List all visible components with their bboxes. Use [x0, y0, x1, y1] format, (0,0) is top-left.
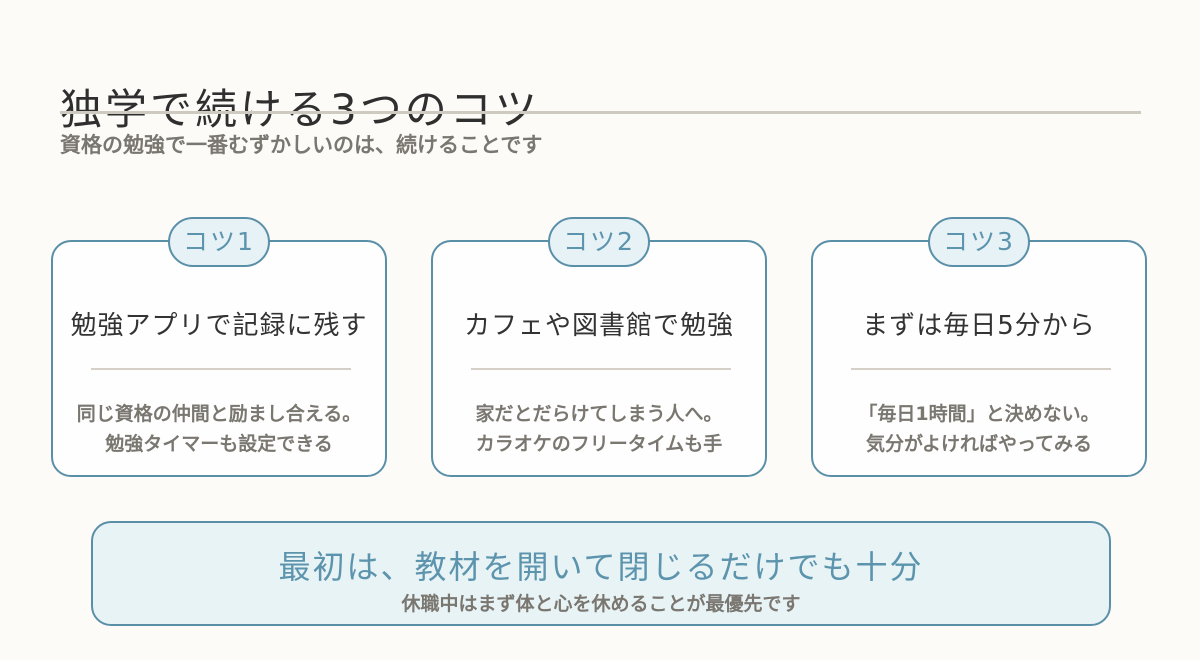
tip-card-1-line-2: 勉強タイマーも設定できる [105, 433, 333, 455]
page-title: 独学で続ける3つのコツ [60, 85, 540, 135]
tip-card-1-line-1: 同じ資格の仲間と励まし合える。 [76, 403, 362, 425]
tip-card-3-divider [851, 368, 1111, 370]
tip-card-3-line-2: 気分がよければやってみる [865, 433, 1093, 455]
tip-card-1-body: 同じ資格の仲間と励まし合える。 勉強タイマーも設定できる [53, 399, 385, 459]
callout-heading: 最初は、教材を開いて閉じるだけでも十分 [278, 548, 924, 586]
callout-box: 最初は、教材を開いて閉じるだけでも十分 休職中はまず体と心を休めることが最優先で… [91, 521, 1111, 626]
title-divider [60, 111, 1141, 114]
page-subtitle: 資格の勉強で一番むずかしいのは、続けることです [60, 133, 543, 157]
callout-subtext: 休職中はまず体と心を休めることが最優先です [401, 593, 801, 615]
tip-card-3-heading: まずは毎日5分から [862, 311, 1096, 341]
tip-card-3-line-1: 「毎日1時間」と決めない。 [858, 403, 1100, 425]
tip-card-2-divider [471, 368, 731, 370]
tip-card-2-heading: カフェや図書館で勉強 [463, 311, 734, 341]
tip-card-2-line-2: カラオケのフリータイムも手 [475, 433, 723, 455]
tip-card-2-body: 家だとだらけてしまう人へ。 カラオケのフリータイムも手 [433, 399, 765, 459]
tip-card-2-tab: コツ2 [548, 217, 650, 267]
tip-card-1-divider [91, 368, 351, 370]
tip-card-1: コツ1 勉強アプリで記録に残す 同じ資格の仲間と励まし合える。 勉強タイマーも設… [51, 217, 387, 477]
tip-card-1-tab: コツ1 [168, 217, 270, 267]
tip-card-3: コツ3 まずは毎日5分から 「毎日1時間」と決めない。 気分がよければやってみる [811, 217, 1147, 477]
tip-card-2-line-1: 家だとだらけてしまう人へ。 [475, 403, 723, 425]
tip-card-1-heading: 勉強アプリで記録に残す [70, 311, 368, 341]
tip-card-3-body: 「毎日1時間」と決めない。 気分がよければやってみる [813, 399, 1145, 459]
tip-card-3-tab: コツ3 [928, 217, 1030, 267]
tip-card-2: コツ2 カフェや図書館で勉強 家だとだらけてしまう人へ。 カラオケのフリータイム… [431, 217, 767, 477]
